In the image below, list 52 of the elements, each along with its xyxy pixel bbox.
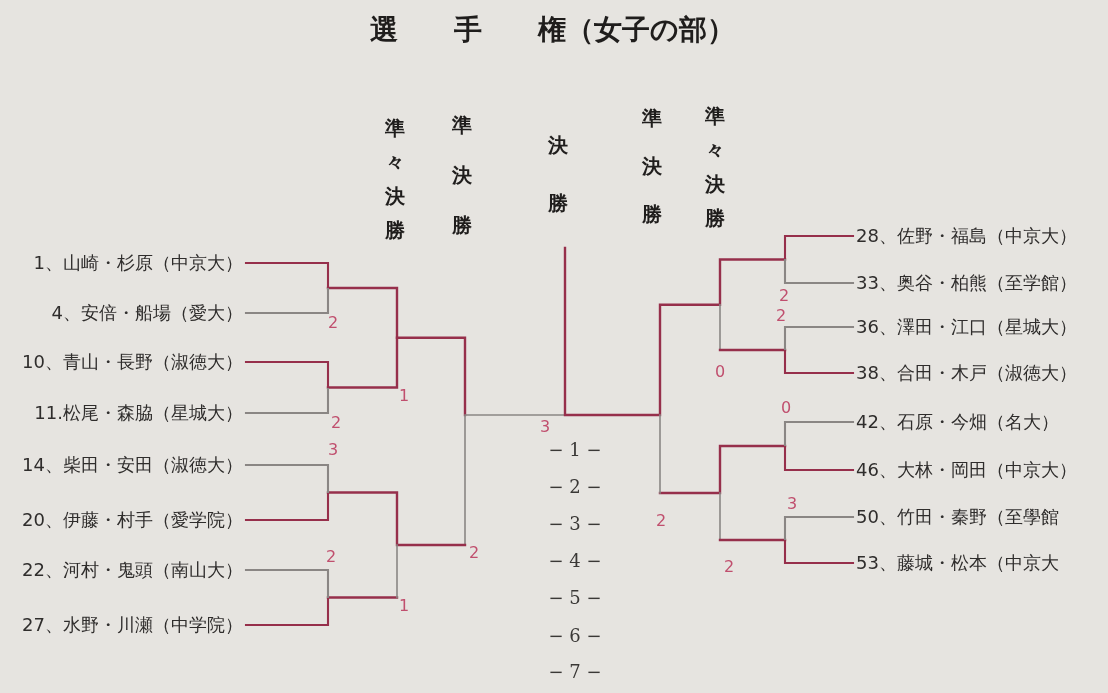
- player-name: 27、水野・川瀬（中学院）: [22, 613, 243, 637]
- bracket-line: [244, 568, 330, 627]
- round-heading: 決勝: [548, 135, 568, 213]
- score-number: 0: [714, 363, 726, 381]
- title: 選 手 権（女子の部）: [370, 13, 735, 47]
- position-number: − 1 −: [548, 439, 602, 461]
- score-number: 1: [398, 597, 410, 615]
- score-number: 2: [325, 548, 337, 566]
- player-name: 50、竹田・秦野（至學館: [856, 505, 1059, 529]
- position-number: − 4 −: [548, 550, 602, 572]
- round-heading: 準々決勝: [385, 118, 405, 240]
- round-heading: 準決勝: [452, 115, 472, 235]
- score-number: 3: [539, 418, 551, 436]
- score-number: 3: [327, 441, 339, 459]
- score-number: 2: [723, 558, 735, 576]
- position-number: − 2 −: [548, 476, 602, 498]
- player-name: 4、安倍・船場（愛大）: [51, 301, 243, 325]
- round-heading: 準決勝: [642, 108, 662, 224]
- bracket-line: [244, 463, 330, 522]
- score-number: 2: [330, 414, 342, 432]
- score-number: 2: [655, 512, 667, 530]
- score-number: 2: [327, 314, 339, 332]
- bracket-line: [783, 325, 855, 375]
- player-name: 36、澤田・江口（星城大）: [856, 315, 1077, 339]
- position-number: − 5 −: [548, 587, 602, 609]
- score-number: 2: [778, 287, 790, 305]
- player-name: 42、石原・今畑（名大）: [856, 410, 1059, 434]
- score-number: 0: [780, 399, 792, 417]
- player-name: 28、佐野・福島（中京大）: [856, 224, 1077, 248]
- score-number: 3: [786, 495, 798, 513]
- player-name: 33、奥谷・柏熊（至学館）: [856, 271, 1077, 295]
- player-name: 53、藤城・松本（中京大: [856, 551, 1059, 575]
- player-name: 10、青山・長野（淑徳大）: [22, 350, 243, 374]
- score-number: 1: [398, 387, 410, 405]
- position-number: − 7 −: [548, 661, 602, 683]
- position-number: − 3 −: [548, 513, 602, 535]
- bracket-line: [783, 420, 855, 472]
- bracket-line: [783, 234, 855, 285]
- round-heading: 準々決勝: [705, 106, 725, 228]
- score-number: 2: [468, 544, 480, 562]
- player-name: 20、伊藤・村手（愛学院）: [22, 508, 243, 532]
- bracket-line: [783, 515, 855, 565]
- player-name: 22、河村・鬼頭（南山大）: [22, 558, 243, 582]
- position-number: − 6 −: [548, 625, 602, 647]
- bracket-line: [244, 360, 330, 415]
- bracket-line: [244, 261, 330, 315]
- player-name: 38、合田・木戸（淑徳大）: [856, 361, 1077, 385]
- player-name: 1、山崎・杉原（中京大）: [33, 251, 243, 275]
- player-name: 46、大林・岡田（中京大）: [856, 458, 1077, 482]
- player-name: 11.松尾・森脇（星城大）: [34, 401, 243, 425]
- player-name: 14、柴田・安田（淑徳大）: [22, 453, 243, 477]
- score-number: 2: [775, 307, 787, 325]
